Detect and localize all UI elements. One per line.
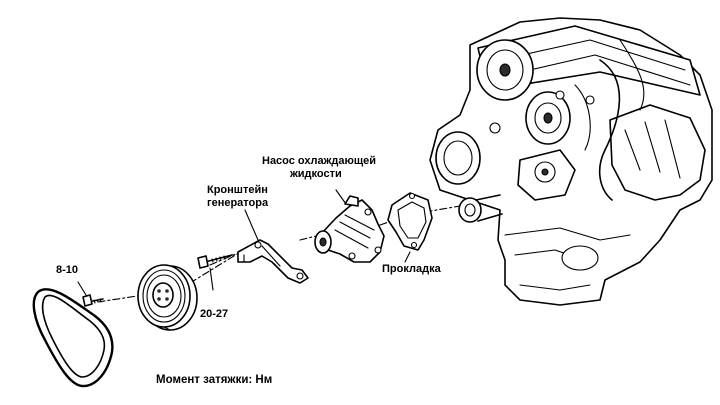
alternator-bracket-icon	[237, 239, 309, 284]
water-pump-label-line1: Насос охлаждающей	[262, 155, 376, 167]
bracket-bolt-icon	[197, 254, 233, 291]
water-pump-icon	[314, 189, 385, 263]
torque-label-bolt-small: 8-10	[56, 264, 78, 276]
torque-units-caption: Момент затяжки: Нм	[156, 374, 272, 386]
drive-belt-icon	[32, 288, 114, 388]
bolt-icon	[77, 281, 104, 307]
engine-block-icon	[429, 17, 713, 306]
water-pump-label-line2: жидкости	[289, 168, 342, 180]
alternator-bracket-label-line2: генератора	[207, 197, 269, 209]
gasket-icon	[387, 192, 433, 263]
pulley-icon	[137, 264, 198, 331]
alternator-bracket-label-line1: Кронштейн	[207, 184, 268, 196]
gasket-label: Прокладка	[382, 263, 442, 275]
torque-label-bolt-bracket: 20-27	[200, 308, 228, 320]
